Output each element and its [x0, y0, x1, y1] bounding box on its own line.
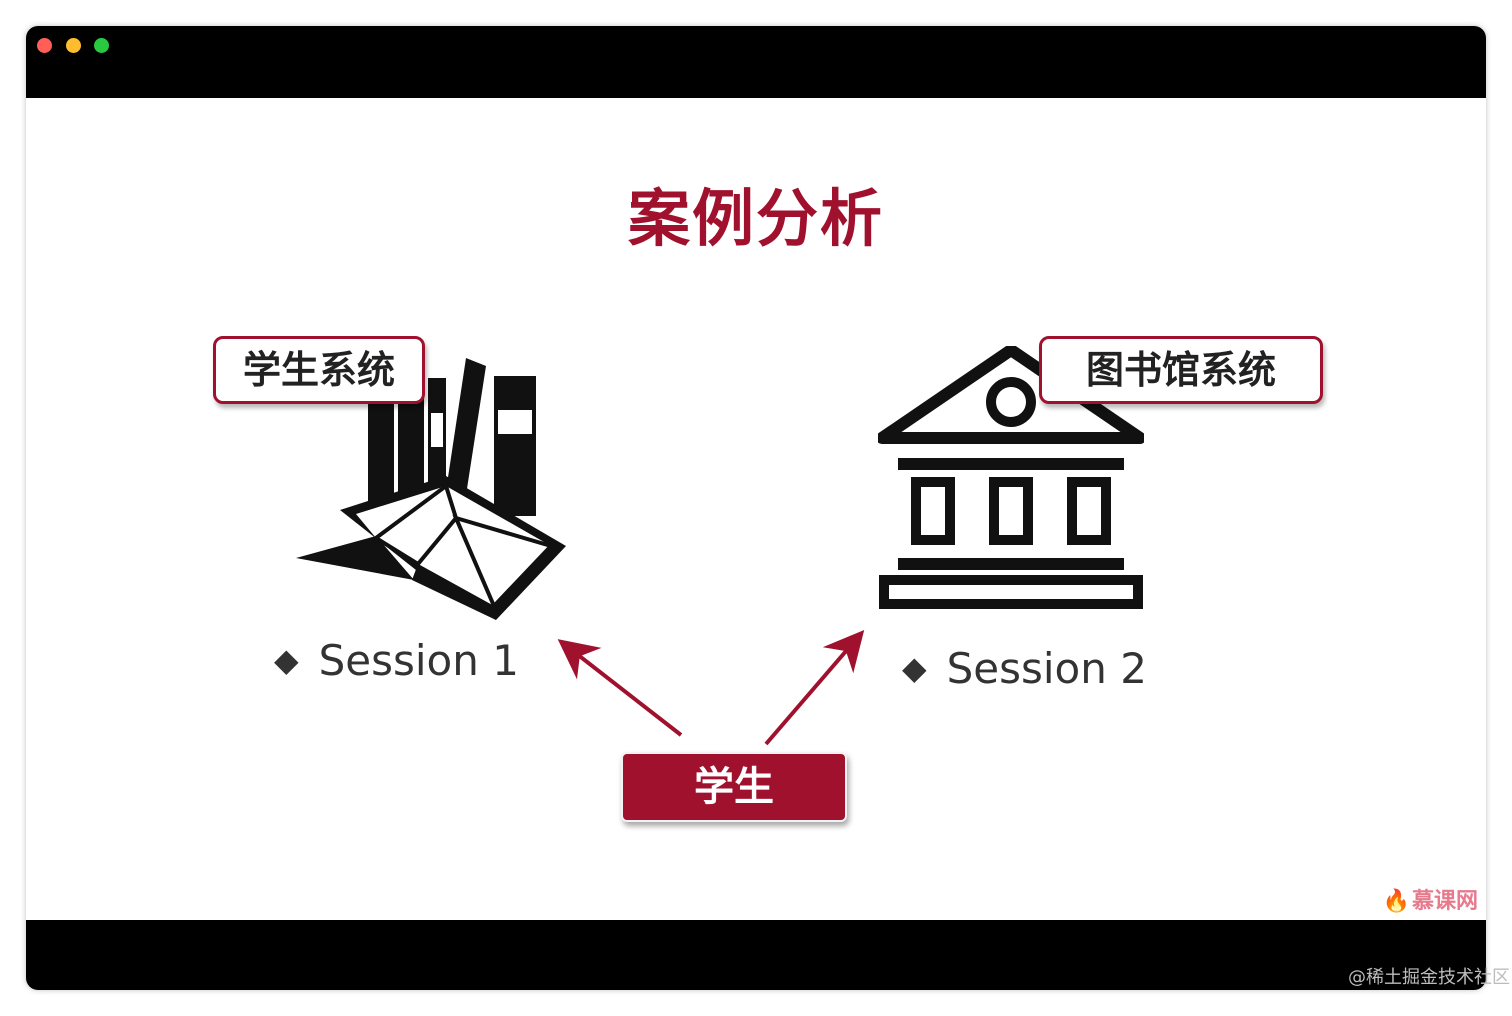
app-window: 案例分析 — [26, 26, 1486, 990]
watermark: @稀土掘金技术社区 — [1348, 967, 1510, 988]
library-system-label: 图书馆系统 — [1039, 336, 1323, 404]
minimize-button[interactable] — [66, 38, 81, 53]
student-box: 学生 — [621, 752, 847, 822]
arrow-to-session-1-icon — [557, 639, 683, 737]
session-1-item: ◆ Session 1 — [274, 636, 519, 685]
flame-icon: 🔥 — [1382, 889, 1410, 914]
close-button[interactable] — [37, 38, 52, 53]
imooc-logo: 🔥慕课网 — [1383, 883, 1478, 915]
maximize-button[interactable] — [94, 38, 109, 53]
arrow-to-session-2-icon — [764, 629, 865, 746]
slide-title: 案例分析 — [627, 182, 884, 255]
session-2-item: ◆ Session 2 — [902, 644, 1147, 693]
title-bar — [26, 26, 1486, 98]
session-1-label: Session 1 — [318, 636, 519, 685]
session-2-label: Session 2 — [946, 644, 1147, 693]
slide-canvas: 案例分析 — [26, 98, 1486, 920]
diamond-bullet-icon: ◆ — [902, 649, 927, 687]
student-system-label: 学生系统 — [213, 336, 425, 404]
diamond-bullet-icon: ◆ — [274, 641, 299, 679]
logo-text: 慕课网 — [1411, 889, 1478, 914]
bottom-bar — [26, 920, 1486, 990]
